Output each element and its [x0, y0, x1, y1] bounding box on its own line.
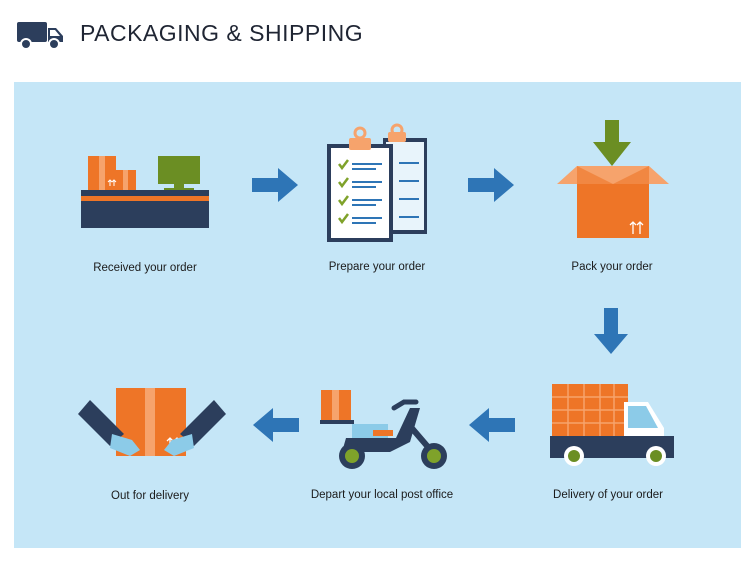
- step-out-for-delivery: [76, 386, 228, 466]
- step-label: Pack your order: [571, 261, 653, 273]
- clipboard-checklist-icon: [327, 123, 427, 242]
- step-label: Depart your local post office: [310, 489, 454, 501]
- order-desk-icon: [81, 156, 209, 228]
- arrow-down-icon: [594, 308, 628, 354]
- step-label: Prepare your order: [328, 261, 426, 273]
- step-delivery-order: [548, 380, 678, 470]
- step-label: Out for delivery: [111, 490, 189, 502]
- step-label: Received your order: [93, 262, 197, 274]
- delivery-truck-icon: [550, 384, 674, 466]
- header: PACKAGING & SHIPPING: [0, 0, 750, 70]
- step-depart-post-office: [318, 386, 450, 472]
- open-box-icon: [557, 120, 669, 238]
- page-title: PACKAGING & SHIPPING: [80, 20, 364, 46]
- arrow-left-icon: [469, 408, 515, 442]
- step-pack-order: [555, 118, 675, 242]
- arrow-right-icon: [468, 168, 514, 202]
- step-label: Delivery of your order: [553, 489, 663, 501]
- scooter-icon: [320, 390, 447, 469]
- hands-box-icon: [78, 388, 226, 456]
- step-received-order: [78, 150, 212, 232]
- arrow-right-icon: [252, 168, 298, 202]
- step-prepare-order: [325, 120, 431, 244]
- arrow-left-icon: [253, 408, 299, 442]
- delivery-truck-icon: [17, 22, 63, 50]
